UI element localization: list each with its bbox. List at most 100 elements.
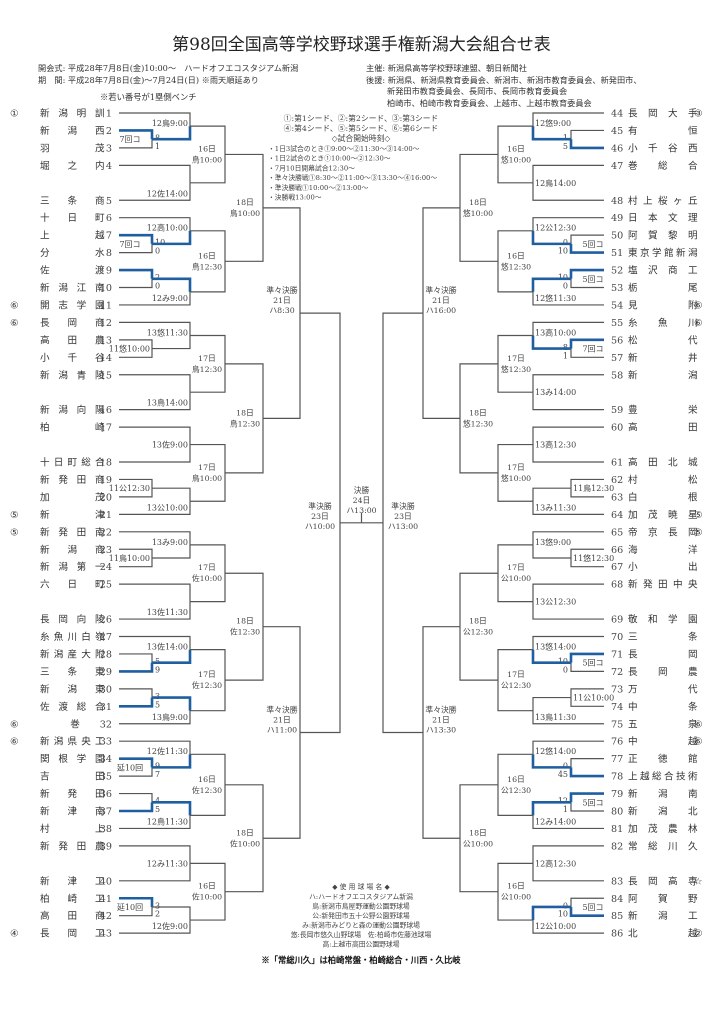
event-info: 開会式: 平成28年7月8日(金)10:00～ ハードオフエコスタジアム新潟 期… <box>38 63 298 86</box>
team-name: 新潟東 <box>40 683 105 695</box>
team-name: 阿賀黎明 <box>628 230 698 242</box>
team-name: 日本文理 <box>628 212 698 224</box>
round-label: 16日 <box>198 251 216 260</box>
score: 45 <box>558 770 568 779</box>
team-name: 村松 <box>628 474 698 486</box>
team-number: 65 <box>611 527 623 538</box>
score: 5 <box>155 700 160 709</box>
team-name: 新発田南 <box>40 526 105 538</box>
team-number: 29 <box>100 667 112 678</box>
team-number: 59 <box>611 405 623 416</box>
team-number: 53 <box>611 283 623 294</box>
bracket-line <box>532 531 604 545</box>
round-label: 17日 <box>507 463 525 472</box>
bracket-line <box>119 478 153 489</box>
bracket-line <box>152 754 192 769</box>
bracket-line <box>497 753 533 816</box>
team-name: 六日町 <box>40 579 105 591</box>
team-number: 70 <box>611 632 623 643</box>
game-note: 7回コ <box>119 240 140 249</box>
bracket-line <box>532 426 604 445</box>
round-label: 17日 <box>198 354 216 363</box>
team-name: 新津 <box>40 509 105 521</box>
bracket-line <box>119 583 191 602</box>
bracket-line <box>569 268 604 279</box>
bracket-line <box>152 696 192 711</box>
start-time-item: ・準決勝戦①10:00～②13:00～ <box>268 183 369 192</box>
bracket-line <box>532 696 571 711</box>
round-label: 23日 <box>311 512 329 521</box>
round-label: 16日 <box>507 882 525 891</box>
round-label: 16日 <box>507 144 525 153</box>
bracket-line <box>119 374 191 393</box>
bracket-line <box>152 906 191 921</box>
bracket-line <box>119 129 154 140</box>
bracket-line <box>497 544 533 603</box>
team-name: 新潟北 <box>628 806 698 818</box>
seed-badge: ⑥ <box>10 318 19 329</box>
game-note: 5回コ <box>582 903 603 912</box>
bracket-line <box>119 863 191 882</box>
team-name: 万代 <box>628 684 698 695</box>
team-name: 長岡工 <box>40 929 105 940</box>
team-name: 糸魚川白嶺 <box>40 631 105 643</box>
bracket-line <box>532 374 604 393</box>
bracket-line <box>569 767 604 778</box>
round-label: 鳥10:00 <box>192 473 222 483</box>
bracket-line <box>119 268 154 279</box>
bracket-line <box>532 392 604 411</box>
round-label: 16日 <box>198 144 216 153</box>
round-label: 16日 <box>198 882 216 891</box>
bracket-line <box>570 897 604 907</box>
team-number: 19 <box>100 475 112 486</box>
support-line-3: 柏崎市、柏崎市教育委員会、上越市、上越市教育委員会 <box>387 97 592 108</box>
team-number: 7 <box>106 231 112 242</box>
stadium-legend-title: ◆ 使 用 球 場 名 ◆ <box>332 882 390 891</box>
team-name: 新潟商 <box>40 544 105 556</box>
team-name: 新潟工 <box>628 910 698 922</box>
match-label: 13み9:00 <box>152 538 188 547</box>
bracket-line <box>532 583 604 602</box>
team-number: 57 <box>611 353 623 364</box>
match-label: 12高10:00 <box>147 223 188 233</box>
bracket-line <box>119 444 191 463</box>
bracket-line <box>119 710 191 725</box>
team-number: 34 <box>100 754 112 765</box>
score: 1 <box>563 351 568 360</box>
bracket-line <box>225 784 264 893</box>
team-name: 村上 <box>40 823 105 835</box>
team-name: 佐渡 <box>40 265 105 277</box>
team-name: 五泉 <box>628 718 698 730</box>
team-name: 三条 <box>628 631 698 643</box>
stadium-legend-item: 公:新発田市五十公野公園野球場 <box>312 911 410 920</box>
bracket-line <box>569 906 604 918</box>
bracket-line <box>532 321 604 336</box>
team-name: 塩沢商工 <box>628 265 698 277</box>
bracket-line <box>570 278 604 289</box>
team-number: 8 <box>106 248 112 259</box>
match-label: 12高12:30 <box>535 858 576 868</box>
match-label: 13悠14:00 <box>535 642 576 652</box>
bracket-line <box>532 182 604 201</box>
bracket-line <box>570 758 604 768</box>
score: 0 <box>155 282 160 291</box>
team-name: 吉田 <box>40 771 105 783</box>
team-number: 2 <box>106 126 112 137</box>
team-name: 新潟産大附 <box>40 648 105 660</box>
score: 1 <box>563 805 568 814</box>
bracket-line <box>119 757 154 768</box>
match-label: 12鳥11:30 <box>147 816 188 826</box>
bracket-line <box>190 753 226 816</box>
bracket-line <box>225 363 264 474</box>
team-name: 長岡向陵 <box>40 614 105 626</box>
bracket-line <box>119 767 153 777</box>
seed-badge: ⑤ <box>10 527 19 538</box>
team-number: 52 <box>611 266 623 277</box>
team-number: 60 <box>611 423 623 434</box>
team-name: 巻 <box>70 718 80 730</box>
team-name: 十日町 <box>40 212 105 224</box>
bracket-line <box>532 291 604 306</box>
seed-badge: ⑥ <box>10 737 19 748</box>
team-name: 中条 <box>628 701 698 713</box>
team-number: 40 <box>100 876 112 887</box>
